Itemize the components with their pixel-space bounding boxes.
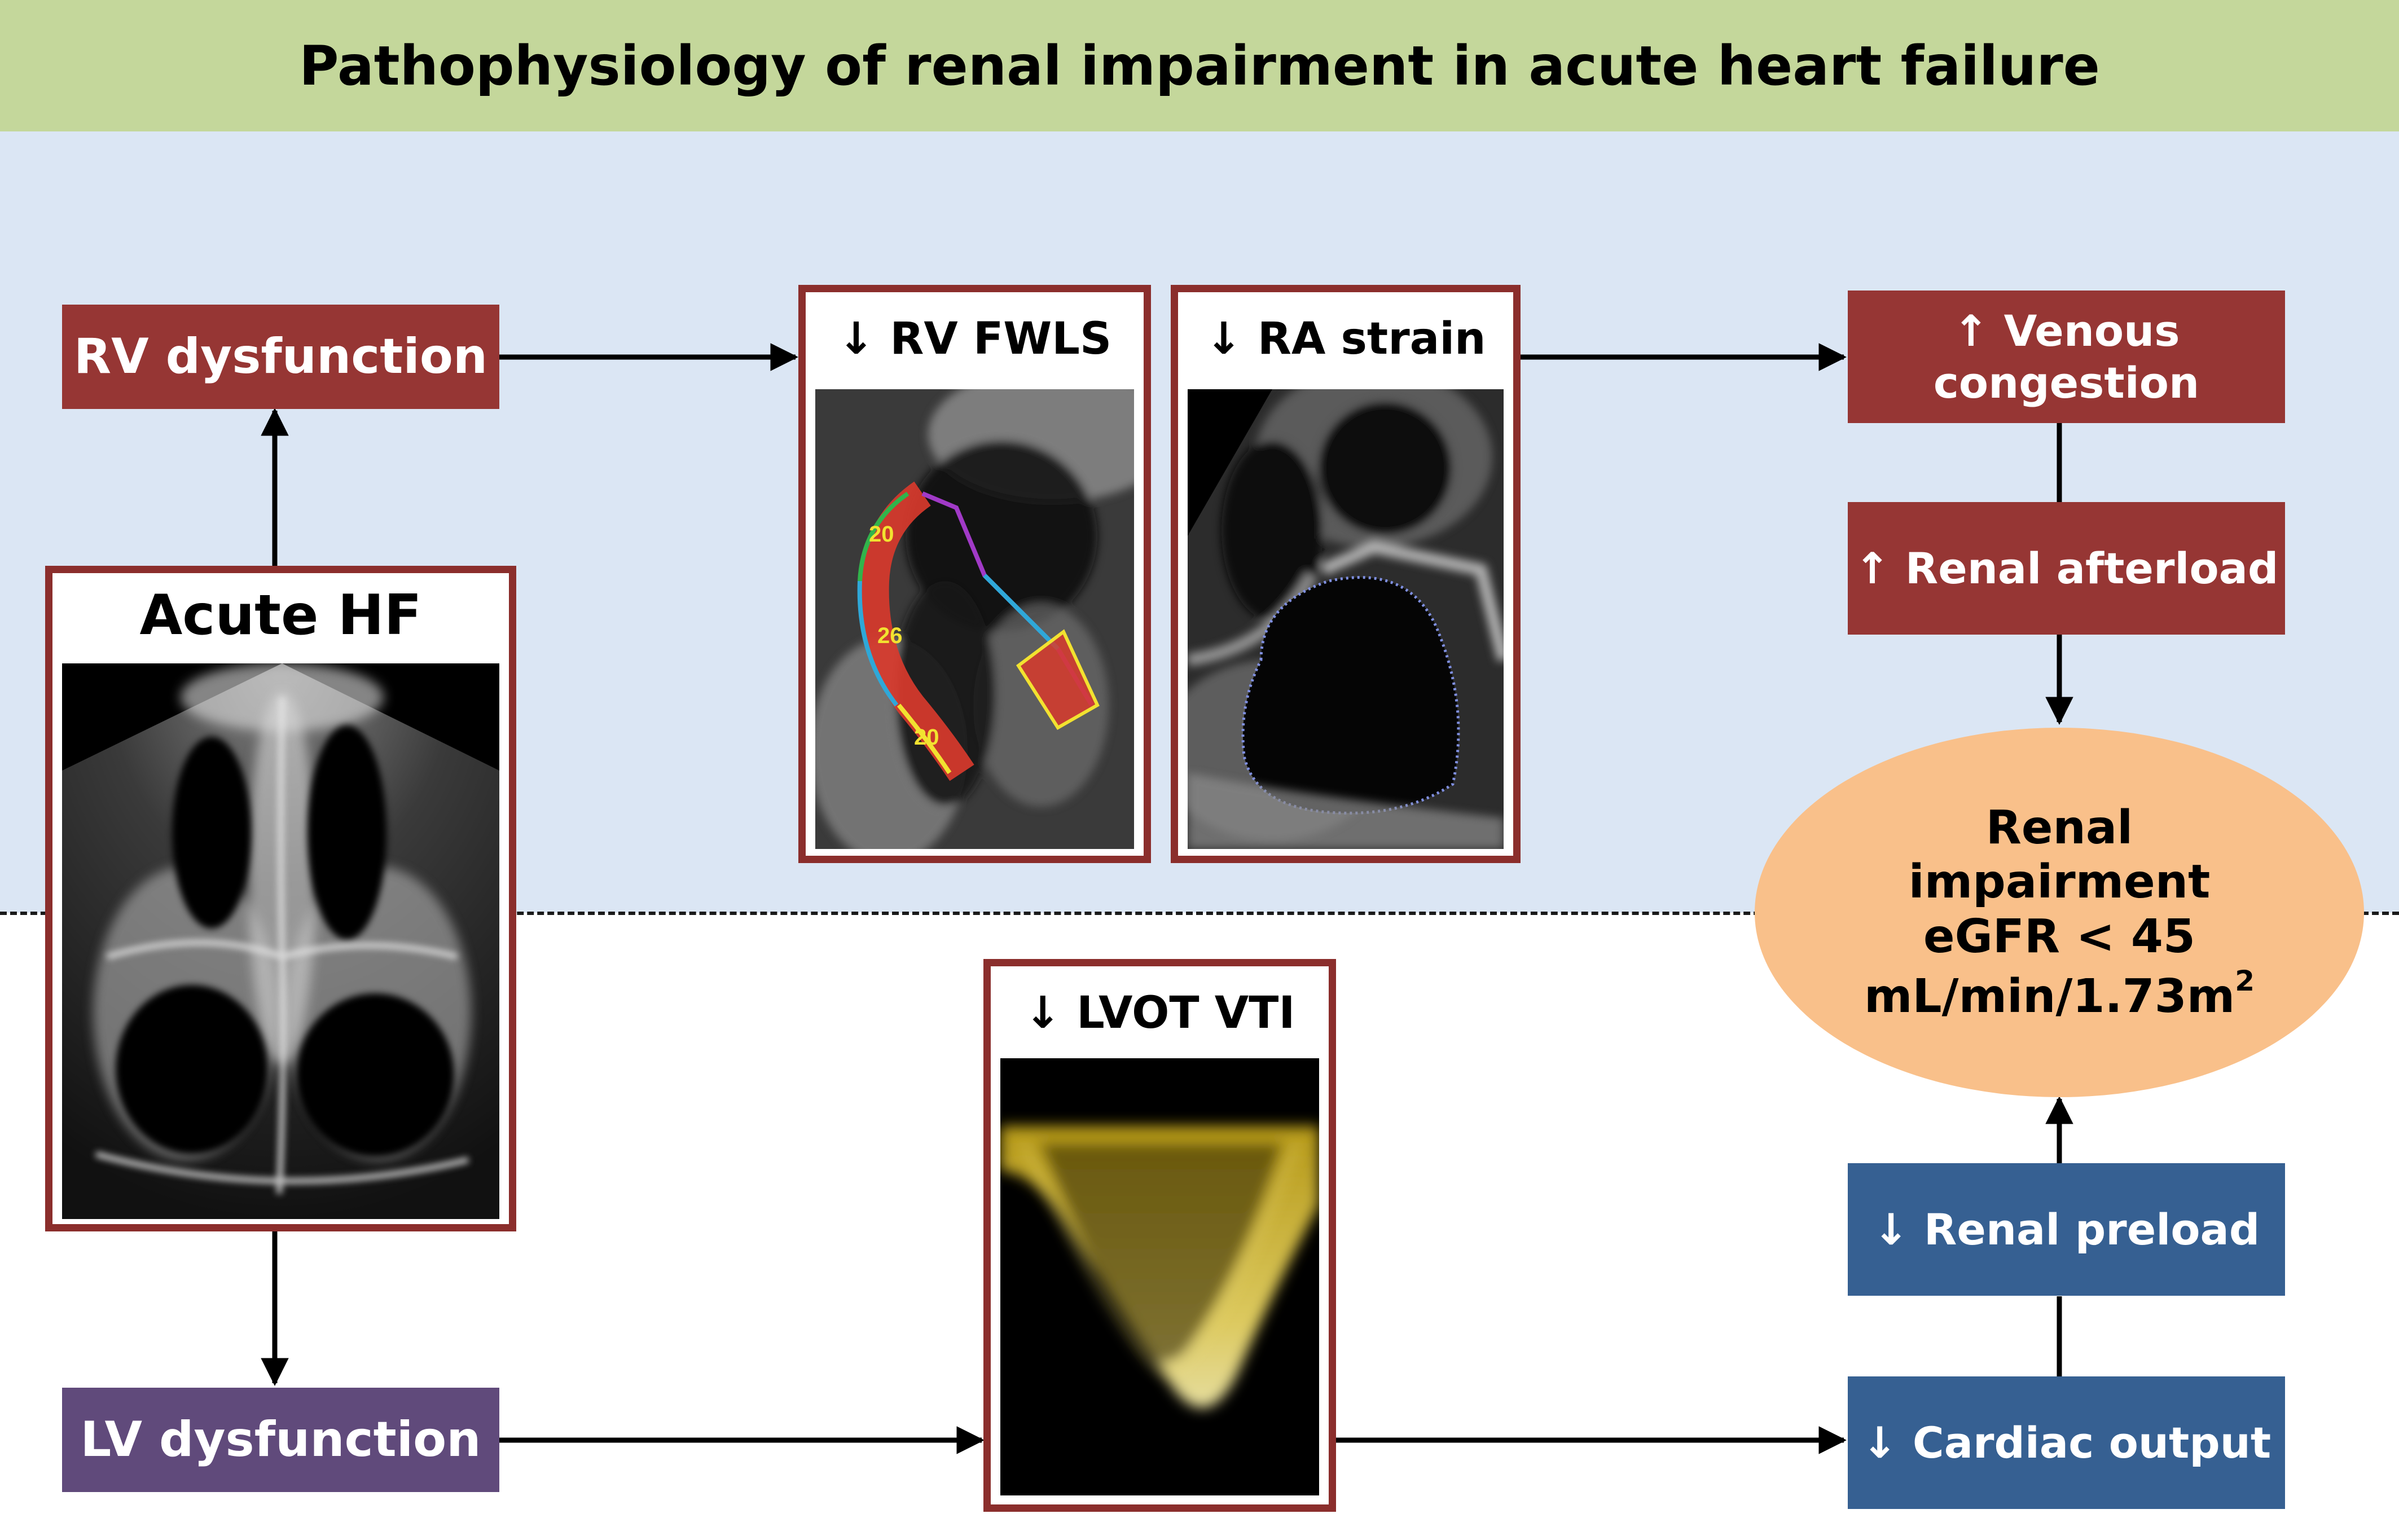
four-chamber-echo-image: [62, 663, 499, 1219]
renal-impairment-line4: mL/min/1.73m: [1864, 969, 2235, 1023]
renal-afterload-label: ↑ Renal afterload: [1854, 543, 2279, 593]
venous-congestion-box: ↑ Venous congestion: [1848, 291, 2285, 423]
lv-dysfunction-label: LV dysfunction: [80, 1411, 481, 1468]
acute-hf-frame: Acute HF: [45, 566, 516, 1231]
rv-strain-echo-image: 20 26 20: [815, 389, 1134, 849]
ra-strain-echo-image: [1188, 389, 1504, 849]
venous-congestion-label-line1: ↑ Venous: [1953, 306, 2180, 357]
acute-hf-label: Acute HF: [139, 583, 422, 648]
title-band: Pathophysiology of renal impairment in a…: [0, 0, 2399, 131]
rv-fwls-label: ↓ RV FWLS: [837, 314, 1112, 364]
ra-strain-label: ↓ RA strain: [1205, 314, 1486, 364]
ra-strain-frame: ↓ RA strain: [1171, 285, 1521, 863]
rv-dysfunction-label: RV dysfunction: [73, 328, 488, 385]
lv-dysfunction-box: LV dysfunction: [62, 1388, 499, 1492]
lvot-vti-frame: ↓ LVOT VTI: [983, 959, 1336, 1512]
renal-impairment-superscript: 2: [2235, 964, 2255, 997]
lvot-vti-label: ↓ LVOT VTI: [1024, 988, 1295, 1039]
lvot-doppler-image: [1000, 1058, 1319, 1495]
renal-impairment-line3: eGFR < 45: [1923, 910, 2195, 963]
renal-impairment-ellipse: Renal impairment eGFR < 45 mL/min/1.73m2: [1755, 728, 2364, 1097]
cardiac-output-label: ↓ Cardiac output: [1861, 1417, 2271, 1468]
renal-preload-box: ↓ Renal preload: [1848, 1163, 2285, 1296]
rv-fwls-frame: ↓ RV FWLS 20 26 20: [798, 285, 1151, 863]
rv-segment-value-mid: 26: [877, 623, 903, 648]
diagram-title: Pathophysiology of renal impairment in a…: [299, 34, 2100, 98]
rv-dysfunction-box: RV dysfunction: [62, 305, 499, 409]
renal-preload-label: ↓ Renal preload: [1873, 1204, 2260, 1255]
cardiac-output-box: ↓ Cardiac output: [1848, 1376, 2285, 1509]
rv-segment-value-basal: 20: [869, 522, 894, 547]
renal-impairment-line1: Renal: [1985, 800, 2133, 855]
rv-segment-value-apical: 20: [914, 725, 939, 750]
renal-impairment-line2: impairment: [1908, 855, 2211, 909]
venous-congestion-label-line2: congestion: [1933, 357, 2200, 408]
pathway-divider-dashed-line: [0, 912, 2399, 915]
renal-afterload-box: ↑ Renal afterload: [1848, 502, 2285, 635]
